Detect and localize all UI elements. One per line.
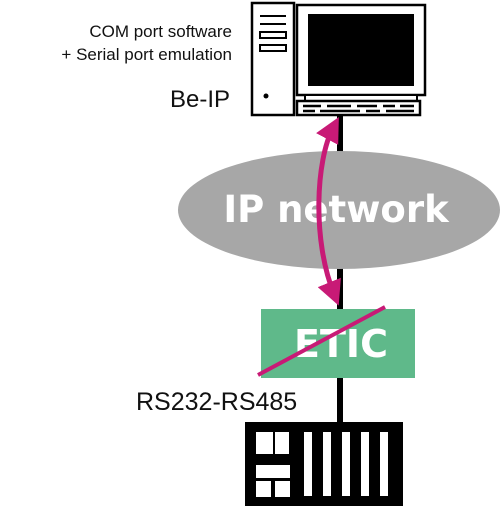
bidirectional-arrow [316,116,341,306]
be-ip-label: Be-IP [170,86,231,113]
plc-device-icon [245,422,403,506]
ip-network-label: IP network [223,188,450,231]
computer-icon [250,1,427,117]
etic-box [261,309,415,378]
pc-caption-line2: + Serial port emulation [61,45,232,64]
pc-caption-line1: COM port software [89,22,232,41]
rs-link-label: RS232-RS485 [136,388,298,416]
pc-caption: COM port software + Serial port emulatio… [61,20,232,66]
etic-strike-line [257,305,386,377]
